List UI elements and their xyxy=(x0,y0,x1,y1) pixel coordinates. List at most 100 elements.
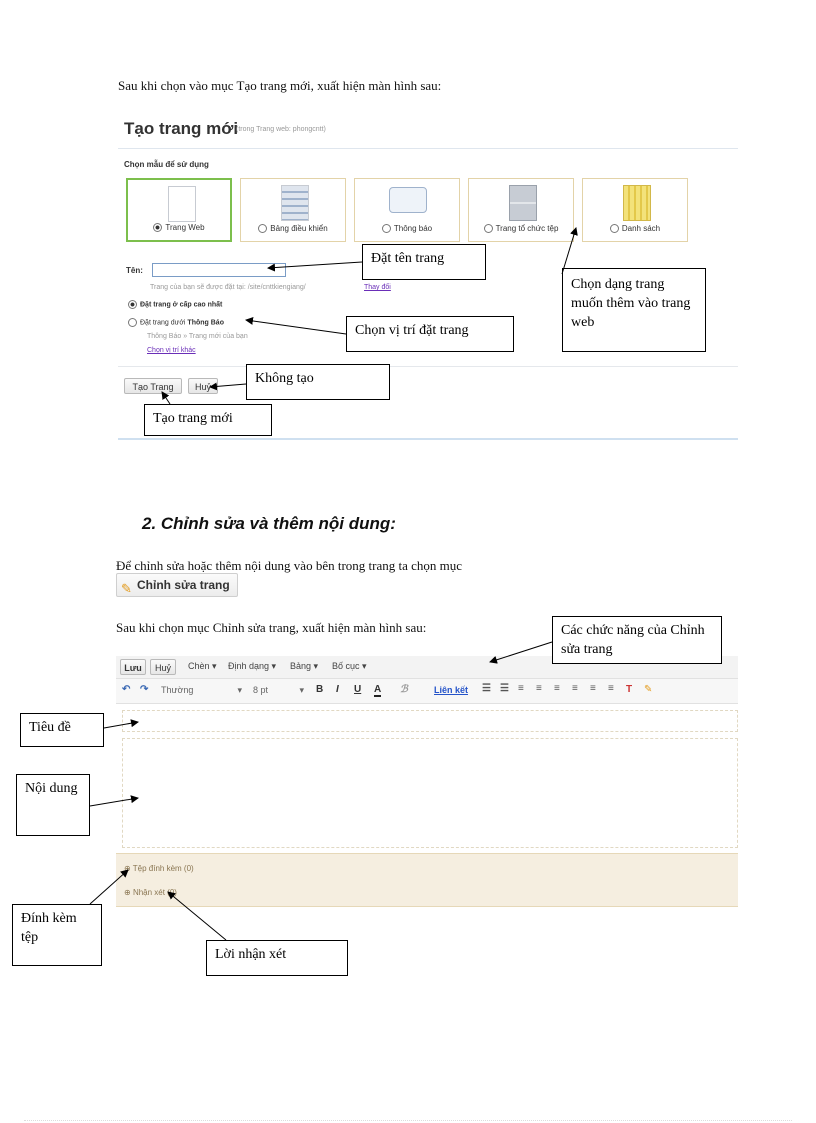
arrow-comments xyxy=(167,891,227,941)
clear-format-icon[interactable]: T xyxy=(626,684,633,695)
expand-icon: ⊕ xyxy=(124,864,133,873)
italic-icon[interactable]: I xyxy=(336,684,339,695)
menu-table[interactable]: Bảng ▾ xyxy=(290,661,319,671)
name-input[interactable] xyxy=(152,263,286,277)
option-top-radio[interactable] xyxy=(128,300,137,309)
template-radio[interactable] xyxy=(609,224,619,233)
underline-icon[interactable]: U xyxy=(354,684,362,695)
comments-toggle[interactable]: ⊕ Nhận xét (0) xyxy=(124,888,177,897)
cancel-edit-button[interactable]: Huỷ xyxy=(150,659,176,675)
breadcrumb-hint: Thông Báo » Trang mới của bạn xyxy=(147,333,248,340)
create-page-title: Tạo trang mới xyxy=(124,119,239,138)
list-icon xyxy=(623,185,651,221)
template-label: Danh sách xyxy=(621,223,661,233)
choose-location-link[interactable]: Chọn vị trí khác xyxy=(147,347,196,354)
attachments-label: Tệp đính kèm (0) xyxy=(132,864,194,873)
option-top-level[interactable]: Đặt trang ở cấp cao nhất xyxy=(128,300,222,309)
callout-name-page: Đặt tên trang xyxy=(362,244,486,280)
callout-comments: Lời nhận xét xyxy=(206,940,348,976)
attachments-toggle[interactable]: ⊕ Tệp đính kèm (0) xyxy=(124,864,194,873)
template-radio[interactable] xyxy=(381,224,391,233)
link-button[interactable]: Liên kết xyxy=(434,685,469,695)
align-center-icon[interactable]: ≡ xyxy=(572,683,578,694)
content-area[interactable] xyxy=(122,738,738,848)
chevron-down-icon: ▾ xyxy=(299,685,304,695)
dashboard-icon xyxy=(281,185,309,221)
arrow-type xyxy=(561,227,578,275)
bottom-divider xyxy=(118,438,738,440)
menu-insert[interactable]: Chèn ▾ xyxy=(188,661,217,671)
after-edit-text: Sau khi chọn mục Chỉnh sửa trang, xuất h… xyxy=(116,620,427,635)
menu-layout[interactable]: Bố cục ▾ xyxy=(332,661,367,671)
divider xyxy=(118,148,738,149)
title-area[interactable] xyxy=(122,710,738,732)
template-radio[interactable] xyxy=(258,224,268,233)
announcement-icon xyxy=(389,187,427,213)
callout-choose-type: Chọn dạng trang muốn thêm vào trang web xyxy=(562,268,706,352)
style-select[interactable]: Thường ▾ xyxy=(158,683,244,697)
text-color-icon[interactable]: A xyxy=(374,684,382,697)
callout-choose-location: Chọn vị trí đặt trang xyxy=(346,316,514,352)
option-under-bold: Thông Báo xyxy=(187,319,224,327)
html-edit-icon[interactable]: ✎ xyxy=(644,684,653,695)
arrow-edit-functions xyxy=(489,641,553,664)
save-button[interactable]: Lưu xyxy=(120,659,146,675)
indent-more-icon[interactable]: ≡ xyxy=(536,683,542,694)
change-link[interactable]: Thay đổi xyxy=(364,284,391,291)
callout-content: Nội dung xyxy=(16,774,90,836)
template-label: Trang Web xyxy=(165,222,205,232)
arrow-attach xyxy=(89,869,129,905)
chevron-down-icon: ▾ xyxy=(237,685,242,695)
edit-paragraph: Để chỉnh sửa hoặc thêm nội dung vào bên … xyxy=(116,558,463,573)
numbered-list-icon[interactable]: ☰ xyxy=(482,683,491,694)
template-list[interactable]: Danh sách xyxy=(582,178,688,242)
undo-icon[interactable]: ↶ xyxy=(122,684,131,695)
option-under-radio[interactable] xyxy=(128,318,137,327)
name-label: Tên: xyxy=(126,266,143,275)
redo-icon[interactable]: ↷ xyxy=(140,684,149,695)
edit-page-button[interactable]: ✎ Chỉnh sửa trang xyxy=(116,573,238,597)
arrow-create xyxy=(161,391,171,405)
indent-less-icon[interactable]: ≡ xyxy=(518,683,524,694)
create-page-subtitle: (trong Trang web: phongcntt) xyxy=(236,126,326,133)
template-label: Bảng điều khiển xyxy=(270,223,328,233)
style-value: Thường xyxy=(161,685,194,695)
callout-edit-functions: Các chức năng của Chỉnh sửa trang xyxy=(552,616,722,664)
align-justify-icon[interactable]: ≡ xyxy=(608,683,614,694)
option-under-label: Đặt trang dưới xyxy=(140,319,188,327)
template-label: Thông báo xyxy=(393,223,433,233)
pencil-icon: ✎ xyxy=(121,581,132,596)
intro-text: Sau khi chọn vào mục Tạo trang mới, xuất… xyxy=(118,78,442,93)
callout-attach: Đính kèm tệp xyxy=(12,904,102,966)
size-select[interactable]: 8 pt▾ xyxy=(250,683,306,697)
template-announcement[interactable]: Thông báo xyxy=(354,178,460,242)
editor-toolbar xyxy=(116,679,738,704)
expand-icon: ⊕ xyxy=(124,888,133,897)
align-left-icon[interactable]: ≡ xyxy=(554,683,560,694)
template-web-page[interactable]: Trang Web xyxy=(126,178,232,242)
align-right-icon[interactable]: ≡ xyxy=(590,683,596,694)
arrow-title xyxy=(103,719,139,729)
option-under-page[interactable]: Đặt trang dưới Thông Báo xyxy=(128,318,224,327)
section-heading: 2. Chỉnh sửa và thêm nội dung: xyxy=(142,514,396,533)
create-page-button[interactable]: Tạo Trang xyxy=(124,378,182,394)
file-cabinet-icon xyxy=(509,185,537,221)
web-page-icon xyxy=(168,186,196,222)
template-file-cabinet[interactable]: Trang tổ chức tệp xyxy=(468,178,574,242)
highlight-icon[interactable]: ℬ xyxy=(400,684,408,695)
arrow-content xyxy=(89,795,139,807)
arrow-no-create xyxy=(209,382,247,391)
comments-label: Nhận xét (0) xyxy=(132,888,177,897)
bullet-list-icon[interactable]: ☰ xyxy=(500,683,509,694)
menu-format[interactable]: Định dạng ▾ xyxy=(228,661,277,671)
template-radio[interactable] xyxy=(153,223,163,232)
template-radio[interactable] xyxy=(483,224,493,233)
choose-template-label: Chọn mẫu để sử dụng xyxy=(124,160,209,169)
edit-page-label: Chỉnh sửa trang xyxy=(137,578,230,592)
template-dashboard[interactable]: Bảng điều khiển xyxy=(240,178,346,242)
option-top-label: Đặt trang ở cấp cao nhất xyxy=(140,301,223,309)
bold-icon[interactable]: B xyxy=(316,684,324,695)
page-footer-line xyxy=(24,1120,792,1121)
template-label: Trang tổ chức tệp xyxy=(495,223,559,233)
